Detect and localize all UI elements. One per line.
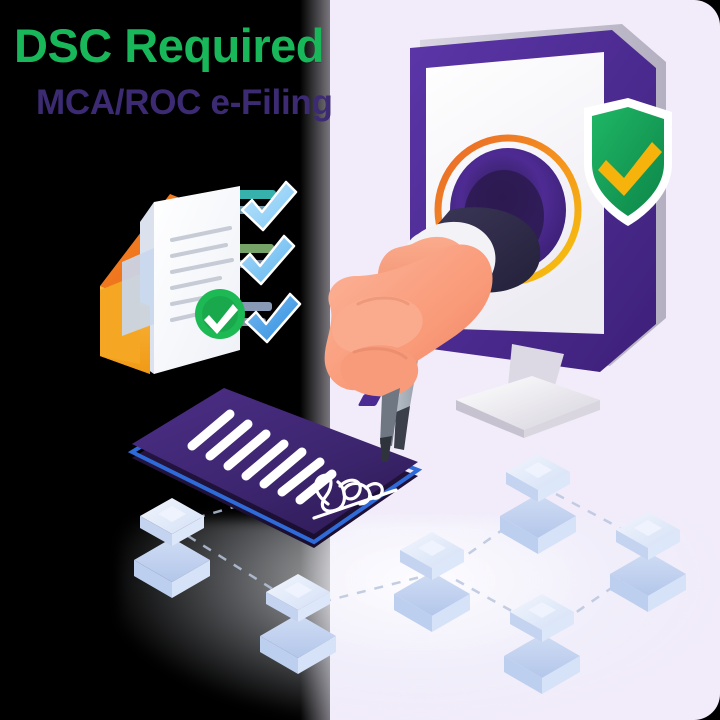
signing-hand-group [300, 200, 580, 470]
hand-shading [352, 296, 410, 360]
monitor-stand-base [358, 376, 600, 438]
network-node [260, 574, 336, 674]
blockchain-node-network [110, 440, 720, 694]
stylus-tip [380, 388, 400, 462]
document-verified-badge [195, 289, 245, 339]
network-node [394, 532, 470, 632]
hand-index-finger [332, 295, 423, 354]
signature-tablet [118, 368, 448, 548]
check-icon [598, 142, 662, 196]
check-icon [240, 180, 298, 232]
network-node [610, 512, 686, 612]
check-icon [204, 304, 238, 334]
network-node [500, 454, 576, 554]
network-node [504, 594, 580, 694]
document-envelope-group [92, 178, 342, 388]
network-node [134, 498, 210, 598]
security-shield-badge [584, 98, 672, 226]
hand-thumb [340, 345, 419, 397]
stand-logo [358, 394, 382, 406]
check-icon [244, 292, 302, 344]
handwritten-signature [312, 473, 398, 520]
tablet-text-lines [187, 409, 337, 505]
envelope-inner-sheet [122, 248, 154, 336]
